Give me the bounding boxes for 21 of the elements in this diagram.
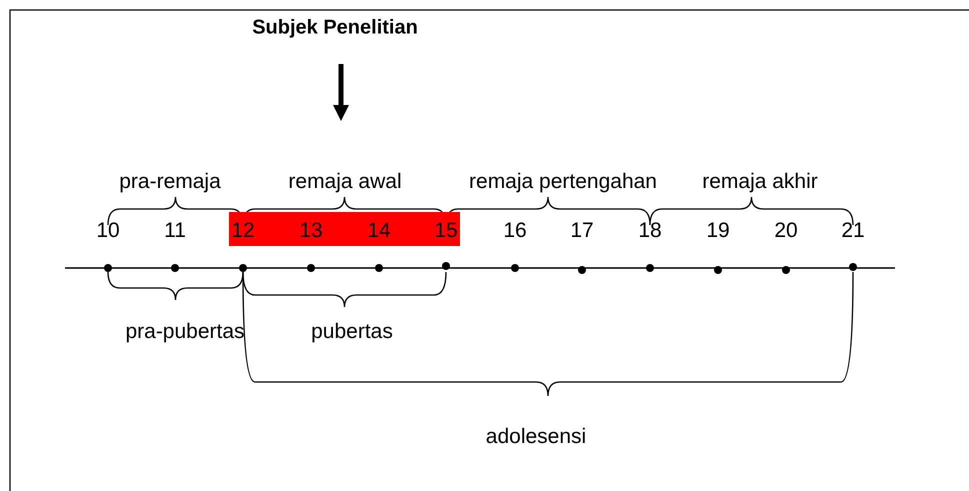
tick-label: 17	[570, 219, 594, 243]
tick-label: 21	[841, 219, 865, 243]
tick-label: 13	[299, 219, 323, 243]
tick-label: 16	[503, 219, 527, 243]
period-label: pubertas	[311, 320, 393, 344]
highlight-band	[229, 212, 460, 246]
period-label: remaja awal	[288, 170, 402, 194]
tick-label: 12	[231, 219, 255, 243]
period-label: remaja akhir	[702, 170, 818, 194]
tick-label: 18	[638, 219, 662, 243]
tick-label: 14	[367, 219, 391, 243]
tick-label: 19	[706, 219, 730, 243]
period-label: adolesensi	[486, 425, 586, 449]
tick-label: 20	[774, 219, 798, 243]
tick-label: 15	[434, 219, 458, 243]
period-label: remaja pertengahan	[469, 170, 657, 194]
period-label: pra-remaja	[119, 170, 221, 194]
tick-label: 10	[96, 219, 120, 243]
period-label: pra-pubertas	[125, 320, 245, 344]
heading-text: Subjek Penelitian	[252, 16, 418, 40]
tick-label: 11	[164, 219, 186, 243]
